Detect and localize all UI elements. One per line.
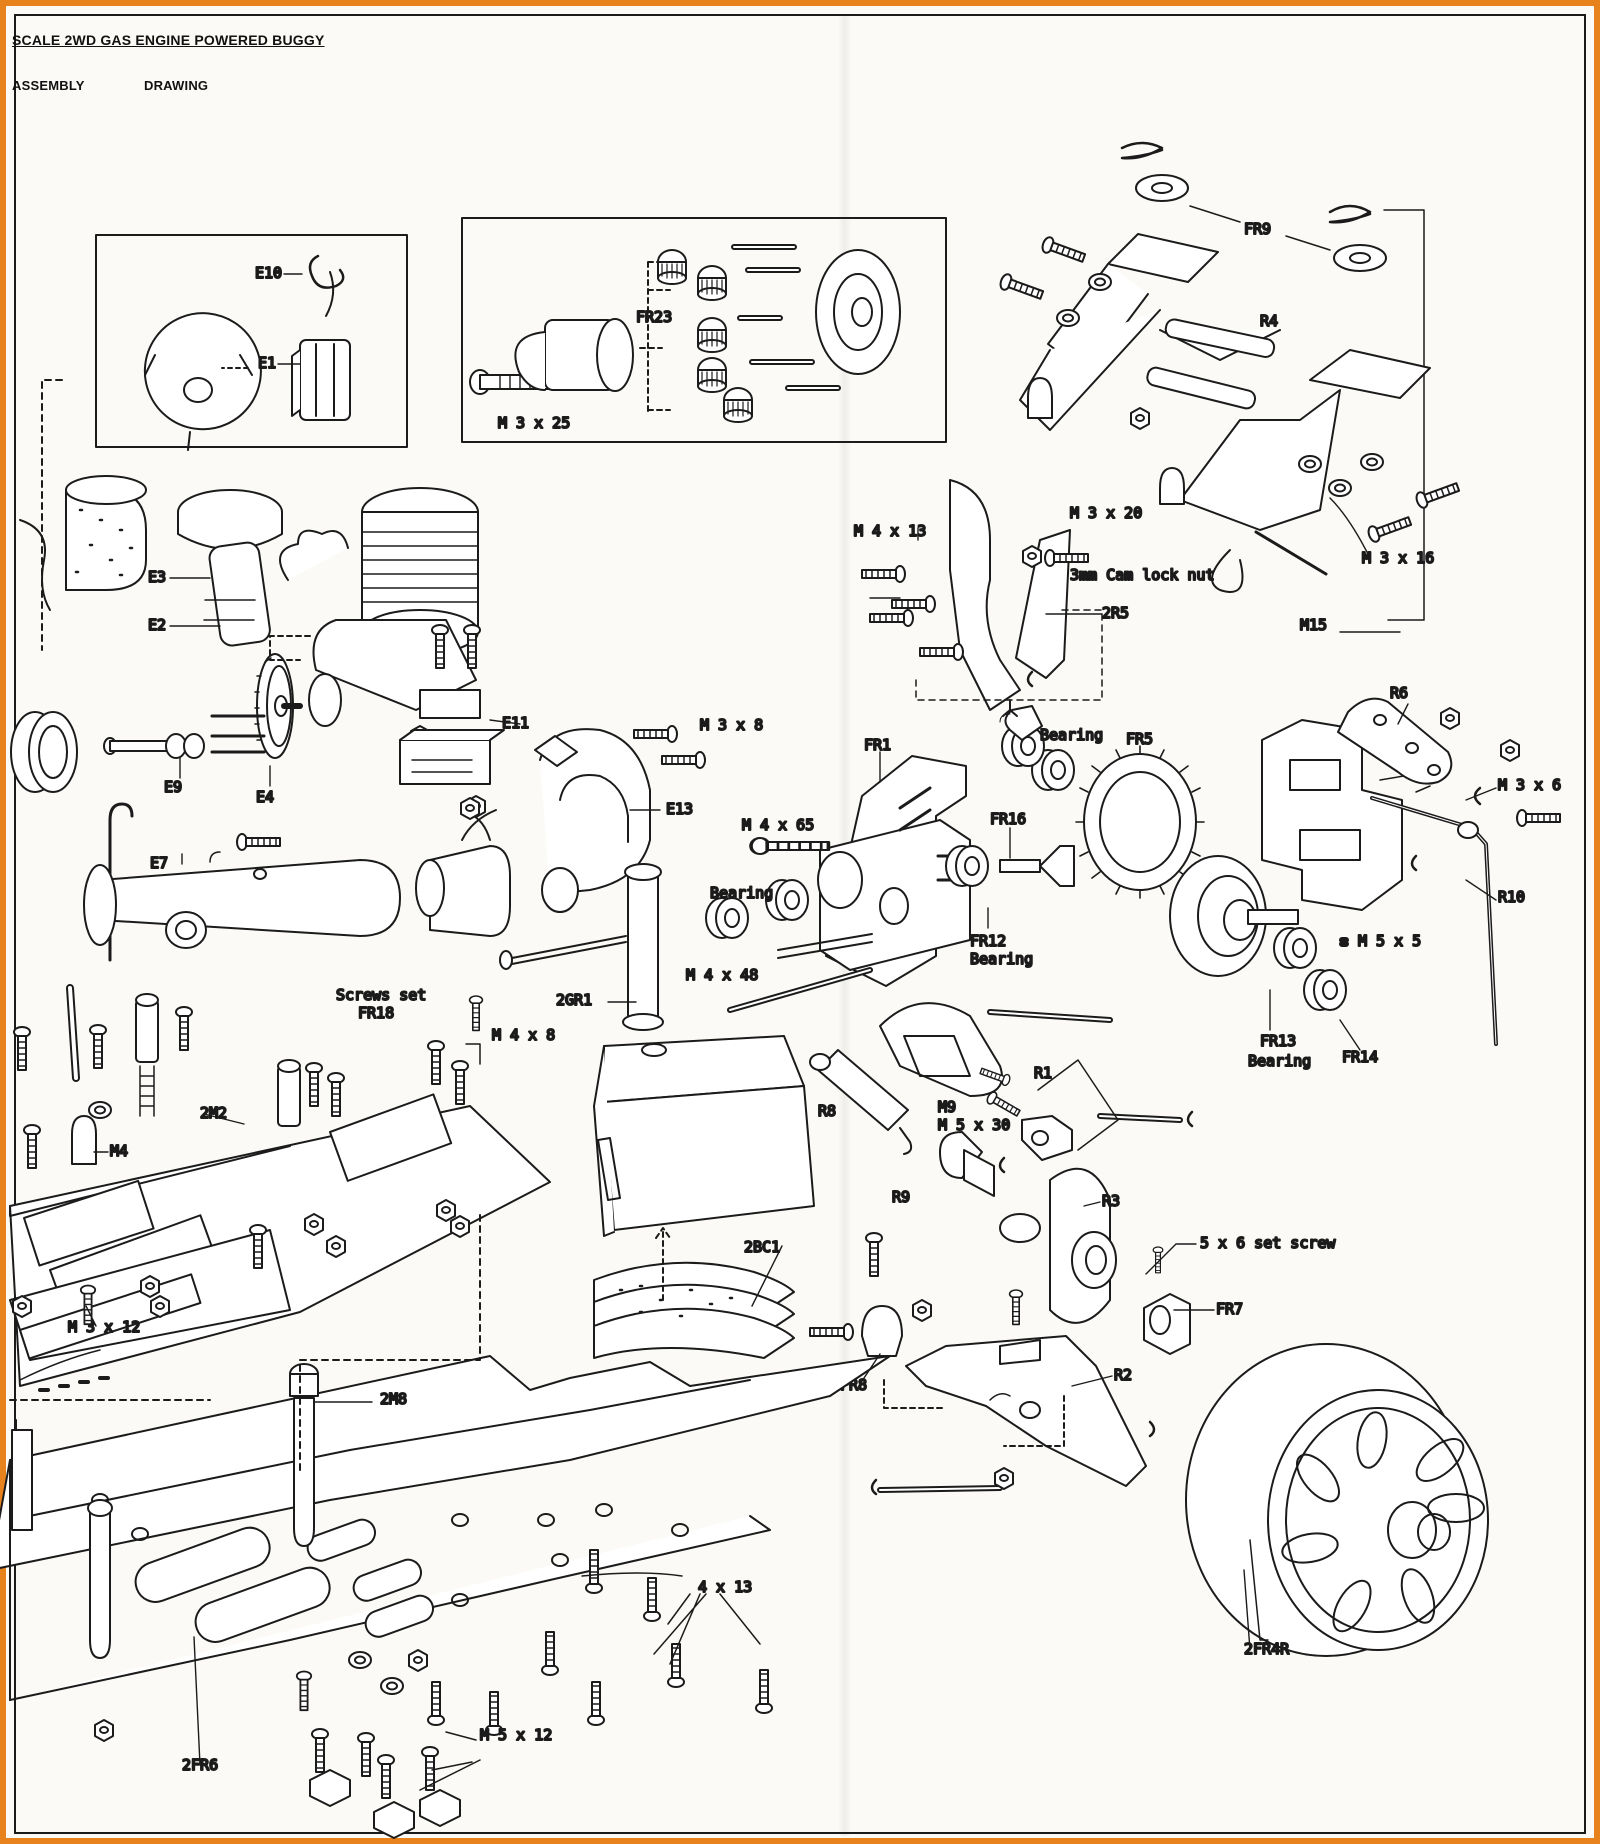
label-M15: M15 [1300,616,1327,634]
gearbox-assembly [705,697,1561,1046]
screw-m3x8 [633,725,678,743]
label-FR18: FR18 [358,1004,394,1022]
fuel-tank-assembly [593,863,815,1359]
label-R3: R3 [1102,1192,1120,1210]
label-FR9: FR9 [1244,220,1271,238]
label-E1: E1 [258,354,276,372]
label-M4x8: M 4 x 8 [492,1026,555,1044]
label-M5x5: M 5 x 5 [1358,932,1421,950]
label-E9: E9 [164,778,182,796]
label-E10: E10 [255,264,282,282]
label-screws-set: Screws set [336,986,426,1004]
subtitle-drawing: DRAWING [144,78,209,93]
label-M5x30: M 5 x 30 [938,1116,1010,1134]
label-M4x48: M 4 x 48 [686,966,758,984]
subtitle-assembly: ASSEMBLY [12,78,85,93]
label-FR1: FR1 [864,736,891,754]
label-R2: R2 [1114,1366,1132,1384]
exhaust-assembly [83,725,651,962]
label-M4: M4 [110,1142,128,1160]
page-border [14,14,1586,1834]
label-2BC1: 2BC1 [744,1238,780,1256]
bottom-screws [94,1549,773,1839]
label-FR14: FR14 [1342,1048,1378,1066]
label-M3x8: M 3 x 8 [700,716,763,734]
label-Bearing-mid: Bearing [710,884,773,902]
label-E7: E7 [150,854,168,872]
label-R4: R4 [1260,312,1278,330]
label-2R5: 2R5 [1102,604,1129,622]
front-suspension-assembly [997,141,1462,621]
page-title: SCALE 2WD GAS ENGINE POWERED BUGGY [12,32,325,48]
label-FR16: FR16 [990,810,1026,828]
label-M9: M9 [938,1098,956,1116]
label-M3x12: M 3 x 12 [68,1318,140,1336]
label-FR12-bearing: Bearing [970,950,1033,968]
label-2M8: 2M8 [380,1390,407,1408]
rear-arm-assembly [809,1232,1156,1496]
label-set-screw: 5 x 6 set screw [1200,1234,1336,1252]
label-Bearing-top: Bearing [1040,726,1103,744]
label-M4x65: M 4 x 65 [742,816,814,834]
label-R9: R9 [892,1188,910,1206]
label-E2: E2 [148,616,166,634]
chassis-screws-set [12,984,484,1326]
label-M5x12: M 5 x 12 [480,1726,552,1744]
label-cam-lock-nut: 3mm Cam lock nut [1070,566,1215,584]
label-E13: E13 [666,800,693,818]
label-E4: E4 [256,788,274,806]
label-M3x20: M 3 x 20 [1070,504,1142,522]
steering-assembly [861,479,1103,711]
label-M3x6: M 3 x 6 [1498,776,1561,794]
label-R10: R10 [1498,888,1525,906]
label-FR5: FR5 [1126,730,1153,748]
rear-wheel [1185,1343,1489,1657]
label-R1: R1 [1034,1064,1052,1082]
label-M4x13: M 4 x 13 [854,522,926,540]
label-4x13: 4 x 13 [698,1578,752,1596]
clutch-detail-box [95,234,408,451]
screw-m3x8-b [661,751,706,769]
label-E3: E3 [148,568,166,586]
gear-detail-box [461,217,947,443]
label-FR13: FR13 [1260,1032,1296,1050]
label-FR13-bearing: Bearing [1248,1052,1311,1070]
label-FR12: FR12 [970,932,1006,950]
rear-suspension-assembly [809,1002,1194,1355]
label-M3x25: M 3 x 25 [498,414,570,432]
engine-assembly [10,379,481,793]
label-2GR1: 2GR1 [556,991,592,1009]
leader-lines [85,273,1497,1766]
label-2FR4R: 2FR4R [1244,1640,1290,1658]
chassis-assembly [0,1093,891,1701]
label-FR7: FR7 [1216,1300,1243,1318]
label-R6: R6 [1390,684,1408,702]
long-screws [499,836,1113,1023]
label-R8: R8 [818,1102,836,1120]
label-M3x16: M 3 x 16 [1362,549,1434,567]
label-FR23: FR23 [636,308,672,326]
